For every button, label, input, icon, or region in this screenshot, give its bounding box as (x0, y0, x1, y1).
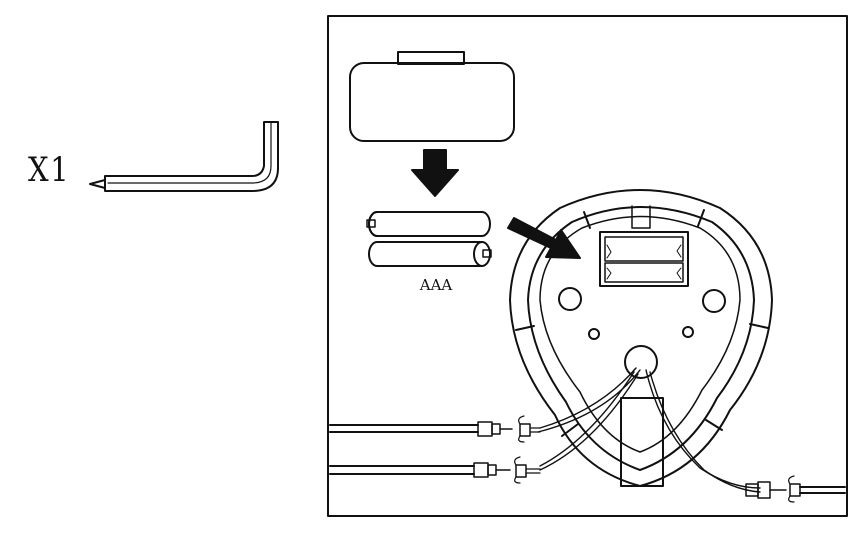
battery-cover-icon (349, 51, 515, 142)
battery-type-label: AAA (419, 276, 453, 294)
stand-bracket (620, 397, 664, 487)
mount-hole (702, 289, 726, 313)
battery-icon (368, 241, 492, 267)
cable-connector-right (745, 475, 846, 503)
mount-hole (558, 287, 582, 311)
device-housing (509, 189, 773, 487)
allen-key-icon (89, 121, 279, 192)
cable-connector-lower (329, 456, 541, 484)
cable-outlet (624, 345, 658, 379)
screw-hole (682, 326, 694, 338)
device-inner-face (539, 215, 741, 453)
screw-hole (588, 328, 600, 340)
down-arrow-icon (411, 149, 459, 197)
battery-compartment (599, 205, 689, 287)
battery-icon (366, 211, 491, 237)
panel-frame (327, 15, 848, 517)
quantity-label: X1 (28, 150, 71, 190)
cable-connector-upper (329, 415, 541, 443)
wire-bundle (537, 367, 761, 493)
diagonal-arrow-icon (507, 217, 581, 259)
